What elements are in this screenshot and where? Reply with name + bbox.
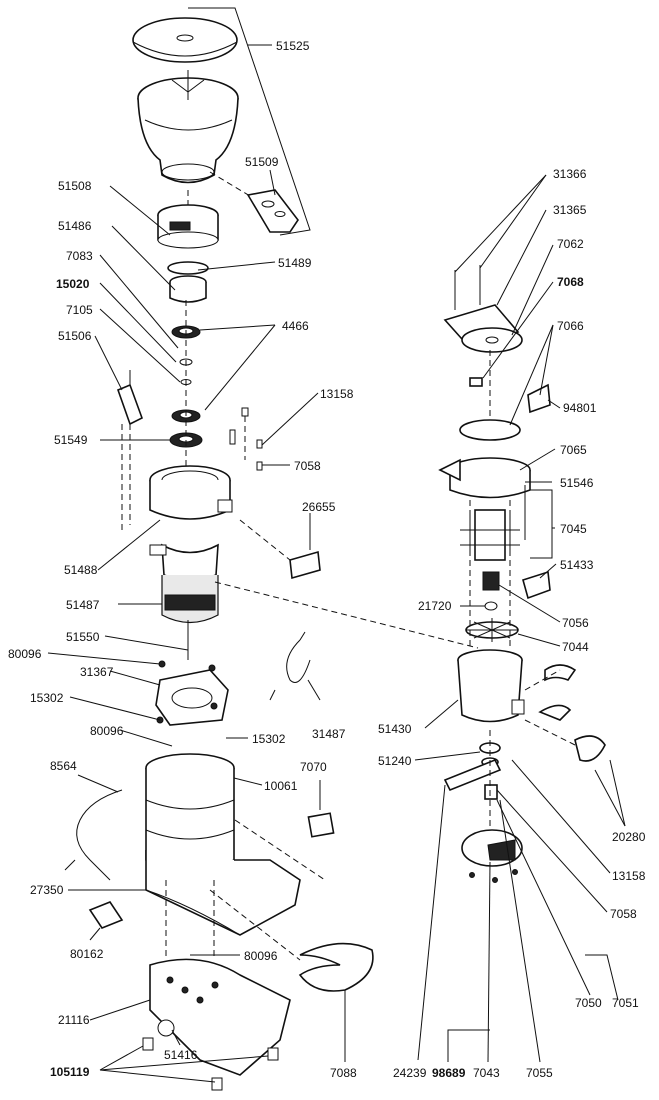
label-15020: 15020 [56,277,90,291]
label-7045: 7045 [560,522,587,536]
label-31367: 31367 [80,665,114,679]
label-7068: 7068 [557,275,584,289]
label-31487: 31487 [312,727,346,741]
label-15302-a: 15302 [30,691,64,705]
top-plate [443,265,523,353]
label-27350: 27350 [30,883,64,897]
label-4466: 4466 [282,319,309,333]
lower-housing [145,753,235,871]
label-7066: 7066 [557,319,584,333]
label-7055: 7055 [526,1066,553,1080]
chute-shield [298,942,374,992]
bracket-94801 [527,383,551,414]
label-51506: 51506 [58,329,92,343]
screws-13158 [229,407,263,471]
base [145,850,301,936]
bracket-plate [155,660,229,726]
bearing-upper [169,300,203,470]
label-7056: 7056 [562,616,589,630]
label-21720: 21720 [418,599,452,613]
label-51416: 51416 [164,1048,198,1062]
label-7058-right: 7058 [610,907,637,921]
label-7051: 7051 [612,996,639,1010]
ring-51489 [167,261,209,275]
label-26655: 26655 [302,500,336,514]
side-parts [538,664,606,762]
label-51489: 51489 [278,256,312,270]
rocker-switch [307,812,335,838]
micro-switch [116,370,143,530]
label-51430: 51430 [378,722,412,736]
label-80096-b: 80096 [90,724,124,738]
bottom-plate [149,958,291,1076]
label-8564: 8564 [50,759,77,773]
clip-7068 [469,377,483,387]
label-10061: 10061 [264,779,298,793]
label-21116: 21116 [58,1013,90,1027]
power-cord [64,789,123,881]
label-7088: 7088 [330,1066,357,1080]
label-51508: 51508 [58,179,92,193]
label-7070: 7070 [300,760,327,774]
label-105119: 105119 [50,1065,90,1079]
label-94801: 94801 [563,401,597,415]
label-80096-c: 80096 [244,949,278,963]
slide-gate [209,171,299,233]
label-51240: 51240 [378,754,412,768]
lever-24239 [443,758,502,792]
label-80162: 80162 [70,947,104,961]
adjust-ring [157,204,219,249]
bracket-51433 [522,570,551,600]
label-51549: 51549 [54,433,88,447]
cam-7050 [484,784,498,800]
motor-housing-top [149,465,233,520]
label-13158-left: 13158 [320,387,354,401]
label-7044: 7044 [562,640,589,654]
label-51509: 51509 [245,155,279,169]
alignment-lines [165,350,576,961]
feet [142,1037,279,1091]
label-51488: 51488 [64,563,98,577]
label-51546: 51546 [560,476,594,490]
hopper-bowl [137,70,239,210]
impeller [465,618,519,642]
label-24239: 24239 [393,1066,427,1080]
collar [169,275,207,303]
label-51486: 51486 [58,219,92,233]
upper-body-7065 [438,457,531,499]
label-51550: 51550 [66,630,100,644]
lower-body-51430 [457,649,525,723]
leader-lines [47,7,626,1083]
wire-harness [269,631,311,701]
label-51487: 51487 [66,598,100,612]
disc-7043 [461,829,523,883]
part-labels: 51525 51509 51508 51486 51489 7083 15020… [8,39,646,1080]
terminal-block [239,519,321,580]
label-20280: 20280 [612,830,646,844]
label-80096-a: 80096 [8,647,42,661]
spring-7056 [482,571,500,611]
label-13158-right: 13158 [612,869,646,883]
ring-7066 [459,419,521,441]
label-7058-left: 7058 [294,459,321,473]
label-31365: 31365 [553,203,587,217]
capacitor [88,901,124,929]
label-7062: 7062 [557,237,584,251]
label-51525: 51525 [276,39,310,53]
motor [149,543,219,660]
hopper-lid [132,17,238,63]
label-7065: 7065 [560,443,587,457]
label-51433: 51433 [560,558,594,572]
label-7083: 7083 [66,249,93,263]
label-15302-b: 15302 [252,732,286,746]
fan-blades [460,485,526,561]
label-7105: 7105 [66,303,93,317]
label-7043: 7043 [473,1066,500,1080]
label-7050: 7050 [575,996,602,1010]
label-98689: 98689 [432,1066,466,1080]
label-31366: 31366 [553,167,587,181]
